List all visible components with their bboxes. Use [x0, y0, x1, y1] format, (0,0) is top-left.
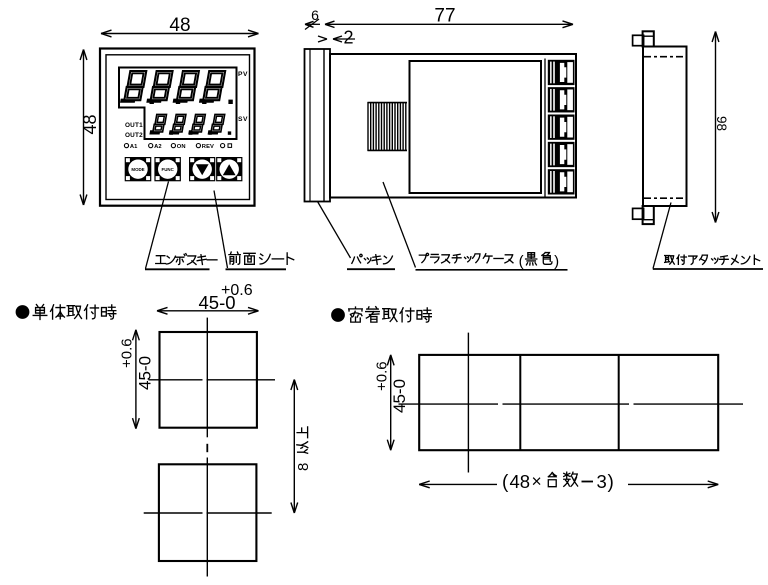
- svg-text:MODE: MODE: [131, 167, 144, 172]
- svg-text:8: 8: [295, 463, 312, 471]
- svg-text:(: (: [519, 253, 524, 270]
- svg-text:): ): [608, 472, 614, 493]
- svg-text:(: (: [502, 472, 509, 493]
- svg-text:45-0: 45-0: [390, 379, 409, 413]
- svg-text:): ): [554, 253, 559, 270]
- svg-text:SV: SV: [238, 116, 248, 123]
- svg-text:+0.6: +0.6: [374, 361, 391, 391]
- svg-text:PV: PV: [238, 71, 248, 78]
- svg-text:3: 3: [597, 471, 607, 492]
- svg-text:98: 98: [714, 116, 729, 131]
- svg-text:+0.6: +0.6: [221, 282, 253, 299]
- svg-text:2: 2: [343, 28, 353, 48]
- svg-text:×: ×: [532, 471, 542, 491]
- svg-text:77: 77: [434, 6, 455, 27]
- svg-text:48: 48: [80, 114, 100, 134]
- svg-text:48: 48: [510, 471, 531, 492]
- svg-text:A1: A1: [130, 144, 138, 150]
- svg-text:+0.6: +0.6: [119, 338, 136, 368]
- svg-text:ON: ON: [177, 144, 186, 150]
- svg-text:A2: A2: [154, 144, 162, 150]
- svg-text:FUNC: FUNC: [162, 167, 175, 172]
- svg-text:45-0: 45-0: [135, 356, 154, 390]
- svg-text:45-0: 45-0: [199, 292, 236, 313]
- svg-text:REV: REV: [202, 144, 214, 150]
- svg-text:OUT2: OUT2: [125, 132, 143, 139]
- svg-text:OUT1: OUT1: [125, 122, 143, 129]
- svg-text:6: 6: [311, 7, 319, 23]
- svg-text:48: 48: [169, 15, 190, 36]
